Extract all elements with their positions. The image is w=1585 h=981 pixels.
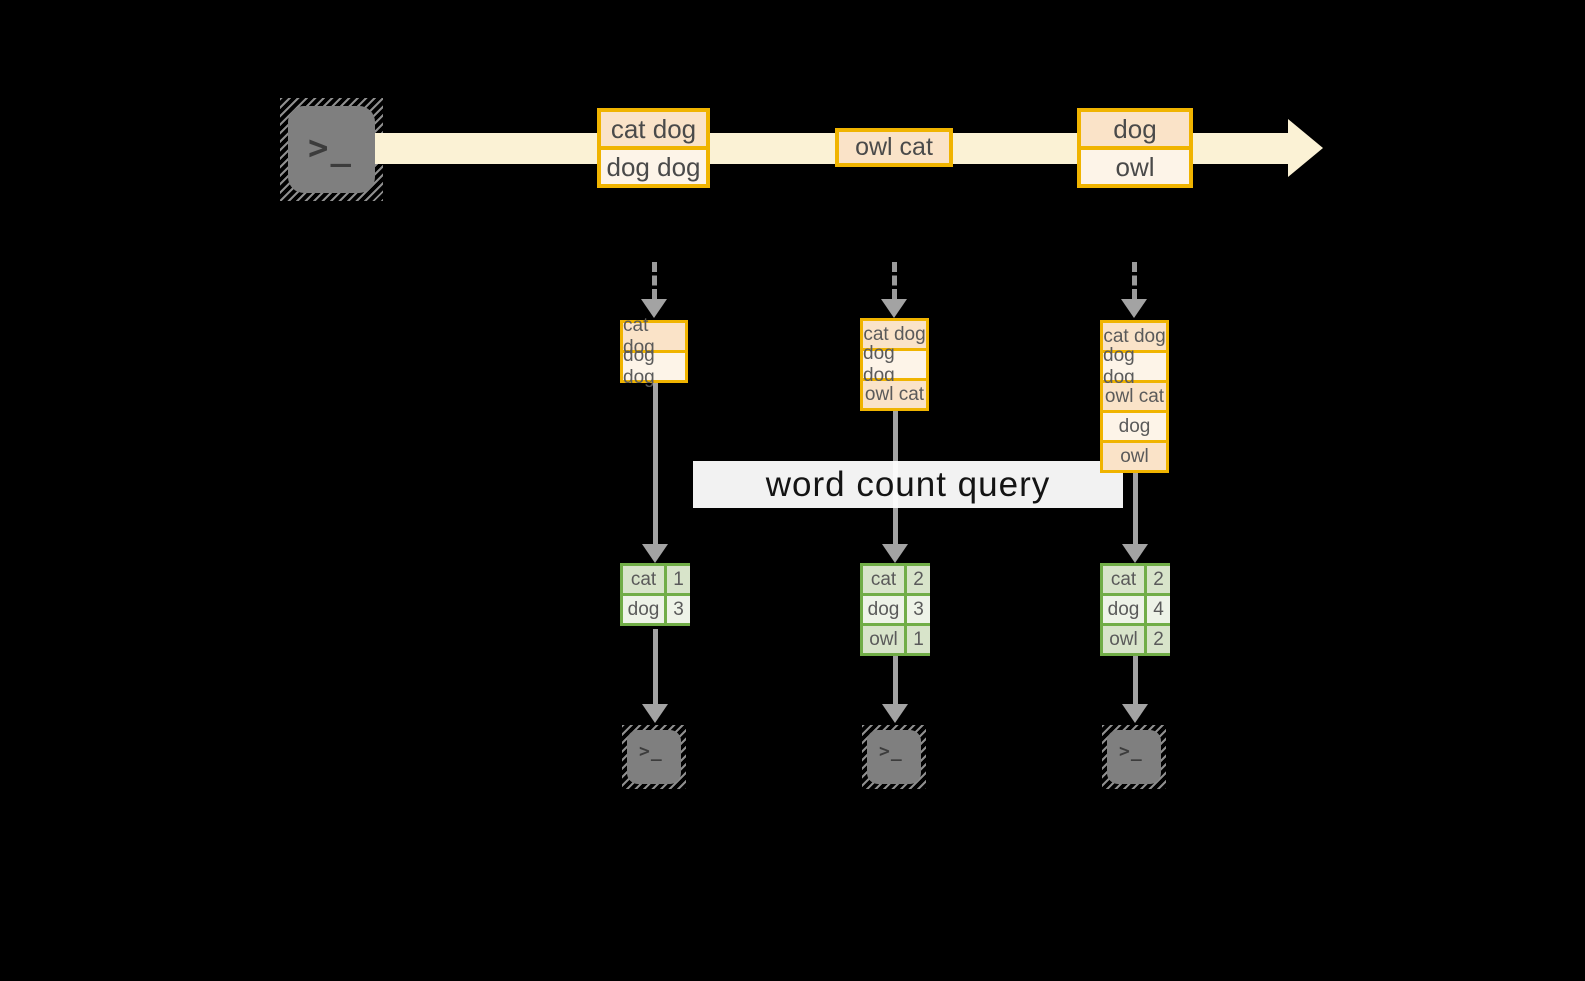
stream-batch-3: dog owl: [1077, 108, 1193, 188]
state-record: cat dog: [1103, 323, 1166, 350]
terminal-prompt-icon: >_: [1119, 741, 1143, 762]
dashed-arrow-icon: [641, 262, 667, 318]
output-terminal-icon: >_: [1102, 725, 1166, 789]
wordcount-table-1: cat 1 dog 3: [620, 563, 690, 626]
wordcount-table-2: cat 2 dog 3 owl 1: [860, 563, 930, 656]
stream-arrow-head-icon: [1288, 119, 1323, 177]
wordcount-table-3: cat 2 dog 4 owl 2: [1100, 563, 1170, 656]
word-cell: cat: [1103, 566, 1144, 593]
output-arrow-icon: [1122, 656, 1148, 723]
word-cell: dog: [623, 596, 664, 623]
count-cell: 3: [667, 596, 690, 623]
count-cell: 4: [1147, 596, 1170, 623]
count-cell: 2: [907, 566, 930, 593]
dashed-arrow-icon: [881, 262, 907, 318]
count-cell: 2: [1147, 566, 1170, 593]
terminal-screen: >_: [867, 730, 921, 784]
stream-batch-2: owl cat: [835, 128, 953, 167]
stream-record: dog: [1081, 112, 1189, 146]
terminal-screen: >_: [627, 730, 681, 784]
word-cell: dog: [1103, 596, 1144, 623]
stream-batch-1: cat dog dog dog: [597, 108, 710, 188]
word-cell: cat: [623, 566, 664, 593]
state-stack-3: cat dog dog dog owl cat dog owl: [1100, 320, 1169, 473]
state-record: owl cat: [863, 381, 926, 408]
terminal-prompt-icon: >_: [308, 128, 353, 168]
query-banner: word count query: [693, 461, 1123, 508]
word-cell: cat: [863, 566, 904, 593]
stream-record: owl cat: [839, 132, 949, 163]
stream-record: dog dog: [601, 150, 706, 184]
output-terminal-icon: >_: [622, 725, 686, 789]
state-stack-1: cat dog dog dog: [620, 315, 688, 388]
word-cell: dog: [863, 596, 904, 623]
terminal-screen: >_: [288, 106, 375, 193]
source-terminal-icon: >_: [280, 98, 383, 201]
count-cell: 2: [1147, 626, 1170, 653]
terminal-screen: >_: [1107, 730, 1161, 784]
query-arrow-icon: [1122, 473, 1148, 563]
state-record: dog dog: [1103, 345, 1166, 388]
state-record: owl cat: [1103, 383, 1166, 410]
state-record: cat dog: [863, 321, 926, 348]
output-arrow-icon: [882, 656, 908, 723]
state-record: dog dog: [863, 343, 926, 386]
output-arrow-icon: [642, 629, 668, 723]
terminal-prompt-icon: >_: [879, 741, 903, 762]
state-record: dog: [1103, 413, 1166, 440]
word-cell: owl: [863, 626, 904, 653]
terminal-prompt-icon: >_: [639, 741, 663, 762]
count-cell: 3: [907, 596, 930, 623]
output-terminal-icon: >_: [862, 725, 926, 789]
stream-record: owl: [1081, 150, 1189, 184]
state-record: owl: [1103, 443, 1166, 470]
query-banner-label: word count query: [765, 464, 1051, 504]
state-stack-2: cat dog dog dog owl cat: [860, 318, 929, 411]
count-cell: 1: [667, 566, 690, 593]
dashed-arrow-icon: [1121, 262, 1147, 318]
word-cell: owl: [1103, 626, 1144, 653]
stream-record: cat dog: [601, 112, 706, 146]
state-record: dog dog: [623, 345, 685, 388]
count-cell: 1: [907, 626, 930, 653]
query-arrow-icon: [642, 383, 668, 563]
